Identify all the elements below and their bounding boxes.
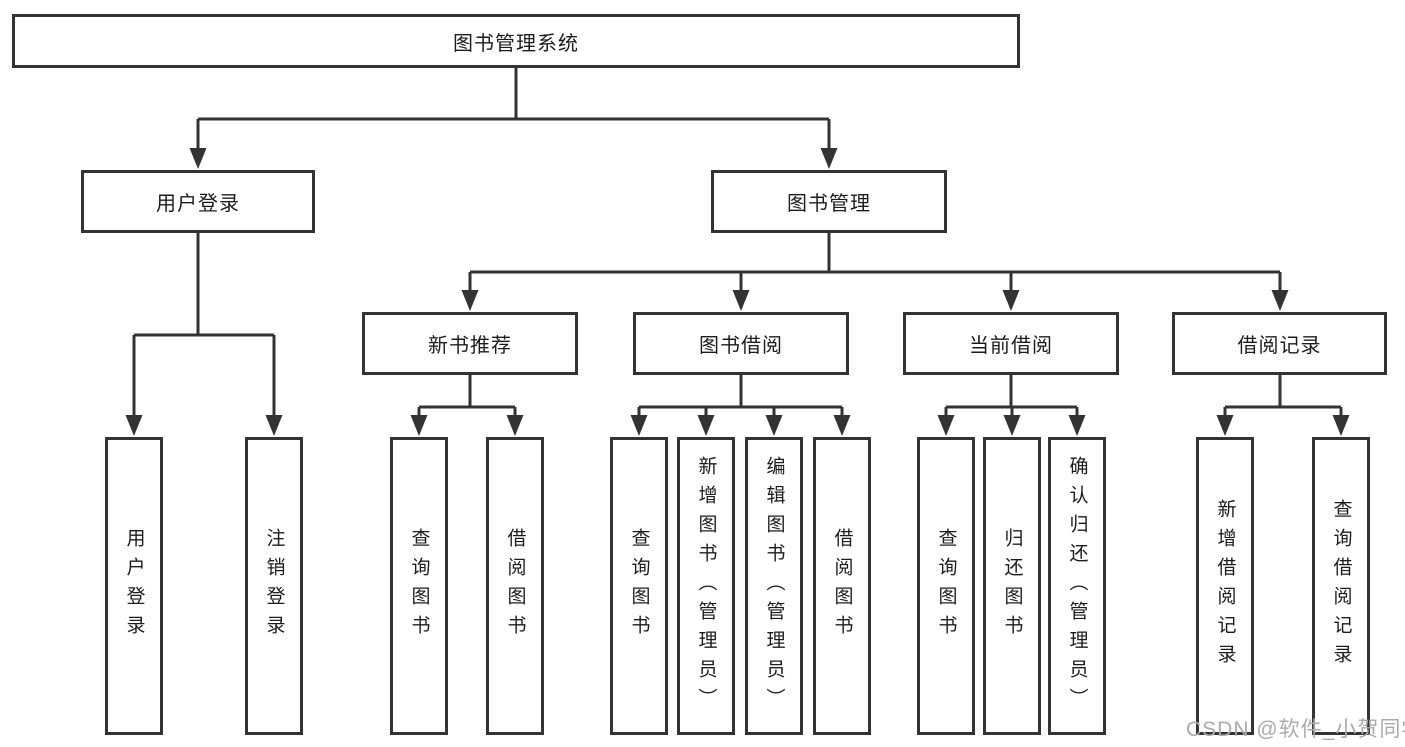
leaf-borrow-books: 借阅图书 — [813, 437, 871, 735]
leaf-label: 查询借阅记录 — [1330, 499, 1352, 673]
csdn-watermark: CSDN @软件_小贺同学 — [1186, 718, 1405, 741]
leaf-label: 查询图书 — [408, 528, 430, 644]
leaf-confirm-return-admin: 确认归还（管理员） — [1048, 437, 1106, 735]
node-label: 当前借阅 — [969, 335, 1053, 357]
node-user-login: 用户登录 — [81, 170, 315, 233]
leaf-label: 新增图书（管理员） — [695, 455, 717, 717]
leaf-query-books-borrow: 查询图书 — [610, 437, 668, 735]
node-book-management: 图书管理 — [711, 170, 947, 233]
node-label: 新书推荐 — [428, 335, 512, 357]
node-book-borrow: 图书借阅 — [633, 312, 849, 375]
leaf-label: 归还图书 — [1001, 528, 1023, 644]
leaf-label: 查询图书 — [935, 528, 957, 644]
leaf-user-login: 用户登录 — [105, 437, 163, 735]
leaf-query-books-recommend: 查询图书 — [390, 437, 448, 735]
leaf-query-books-current: 查询图书 — [917, 437, 975, 735]
node-label: 图书借阅 — [699, 335, 783, 357]
leaf-add-borrow-record: 新增借阅记录 — [1196, 437, 1254, 735]
node-label: 借阅记录 — [1237, 335, 1322, 357]
leaf-return-book: 归还图书 — [983, 437, 1041, 735]
node-borrow-record: 借阅记录 — [1172, 312, 1387, 375]
leaf-label: 确认归还（管理员） — [1066, 455, 1088, 717]
node-label: 用户登录 — [156, 193, 240, 215]
leaf-label: 新增借阅记录 — [1214, 499, 1236, 673]
node-new-book-recommend: 新书推荐 — [362, 312, 578, 375]
leaf-edit-book-admin: 编辑图书（管理员） — [745, 437, 803, 735]
leaf-label: 借阅图书 — [504, 528, 526, 644]
leaf-label: 编辑图书（管理员） — [763, 455, 785, 717]
leaf-logout: 注销登录 — [245, 437, 303, 735]
leaf-add-book-admin: 新增图书（管理员） — [677, 437, 735, 735]
leaf-label: 注销登录 — [263, 528, 285, 644]
leaf-label: 借阅图书 — [831, 528, 853, 644]
leaf-label: 查询图书 — [628, 528, 650, 644]
node-current-borrow: 当前借阅 — [903, 312, 1119, 375]
leaf-borrow-books-recommend: 借阅图书 — [486, 437, 544, 735]
node-label: 图书管理 — [787, 193, 871, 215]
node-library-management-system: 图书管理系统 — [12, 14, 1020, 68]
leaf-label: 用户登录 — [123, 528, 145, 644]
node-label: 图书管理系统 — [453, 32, 579, 55]
leaf-query-borrow-record: 查询借阅记录 — [1312, 437, 1370, 735]
